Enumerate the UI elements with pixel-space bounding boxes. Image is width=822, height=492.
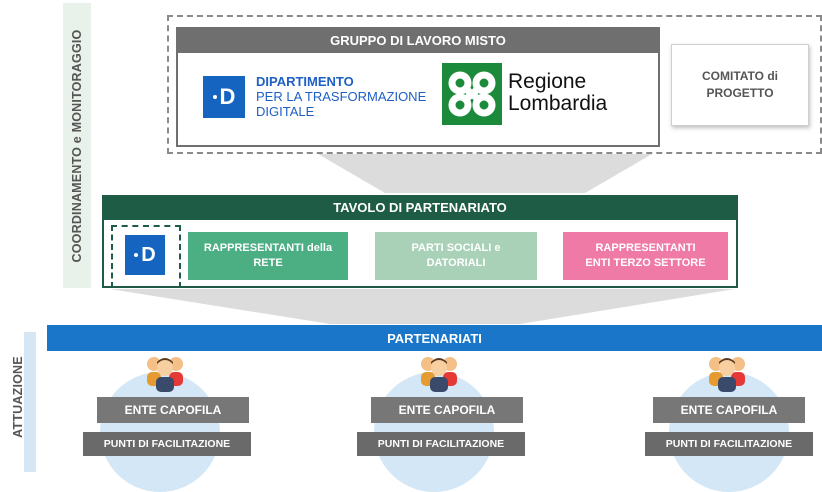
rappresentanti-rete-box: RAPPRESENTANTI della RETE (188, 232, 348, 280)
people-icon (421, 357, 457, 392)
comitato-line-2: PROGETTO (706, 86, 774, 100)
terzo-settore-box: RAPPRESENTANTI ENTI TERZO SETTORE (563, 232, 728, 280)
parti-sociali-line-1: PARTI SOCIALI e (411, 242, 501, 254)
rappresentanti-rete-line-1: RAPPRESENTANTI della (203, 242, 333, 254)
people-icon (147, 357, 183, 392)
parti-sociali-box: PARTI SOCIALI e DATORIALI (375, 232, 537, 280)
d-dot-icon (134, 253, 139, 257)
dtd-logo-letter: D (219, 84, 236, 109)
comitato-line-1: COMITATO di (702, 69, 778, 83)
funnel-shapes (110, 154, 735, 324)
funnel-bottom (110, 289, 735, 324)
funnel-top (318, 154, 652, 193)
parti-sociali-line-2: DATORIALI (426, 257, 486, 269)
terzo-settore-line-2: ENTI TERZO SETTORE (585, 257, 706, 269)
people-icon (709, 357, 745, 392)
ente-capofila-label: ENTE CAPOFILA (653, 397, 805, 423)
lombardia-knot-icon (448, 71, 496, 117)
lombardia-logo-icon (442, 63, 502, 125)
coordination-dashed-frame (167, 15, 822, 154)
punti-facilitazione-label: PUNTI DI FACILITAZIONE (645, 432, 813, 456)
dtd-dot-icon (212, 95, 217, 99)
d-dashed-frame (111, 225, 181, 288)
comitato-box: COMITATO di PROGETTO (671, 44, 809, 126)
coordinamento-band: COORDINAMENTO e MONITORAGGIO (63, 3, 91, 288)
d-logo-icon: D (125, 235, 165, 275)
dtd-line-1: DIPARTIMENTO (256, 74, 354, 89)
lombardia-name: Regione Lombardia (508, 71, 658, 115)
terzo-settore-line-1: RAPPRESENTANTI (595, 242, 696, 254)
gruppo-title: GRUPPO DI LAVORO MISTO (176, 27, 660, 53)
dtd-line-2: PER LA TRASFORMAZIONE (256, 89, 427, 104)
dtd-line-3: DIGITALE (256, 104, 315, 119)
punti-facilitazione-label: PUNTI DI FACILITAZIONE (83, 432, 251, 456)
dtd-name: DIPARTIMENTO PER LA TRASFORMAZIONE DIGIT… (256, 74, 441, 119)
dtd-logo-icon: D (203, 76, 245, 118)
d-logo-letter: D (141, 243, 156, 266)
lombardia-line-1: Regione (508, 70, 587, 93)
ente-capofila-label: ENTE CAPOFILA (371, 397, 523, 423)
lombardia-line-2: Lombardia (508, 92, 608, 115)
punti-facilitazione-label: PUNTI DI FACILITAZIONE (357, 432, 525, 456)
tavolo-title: TAVOLO DI PARTENARIATO (102, 195, 738, 220)
partenariati-title: PARTENARIATI (47, 325, 822, 351)
ente-capofila-label: ENTE CAPOFILA (97, 397, 249, 423)
attuazione-band: ATTUAZIONE (0, 322, 36, 472)
rappresentanti-rete-line-2: RETE (253, 257, 283, 269)
